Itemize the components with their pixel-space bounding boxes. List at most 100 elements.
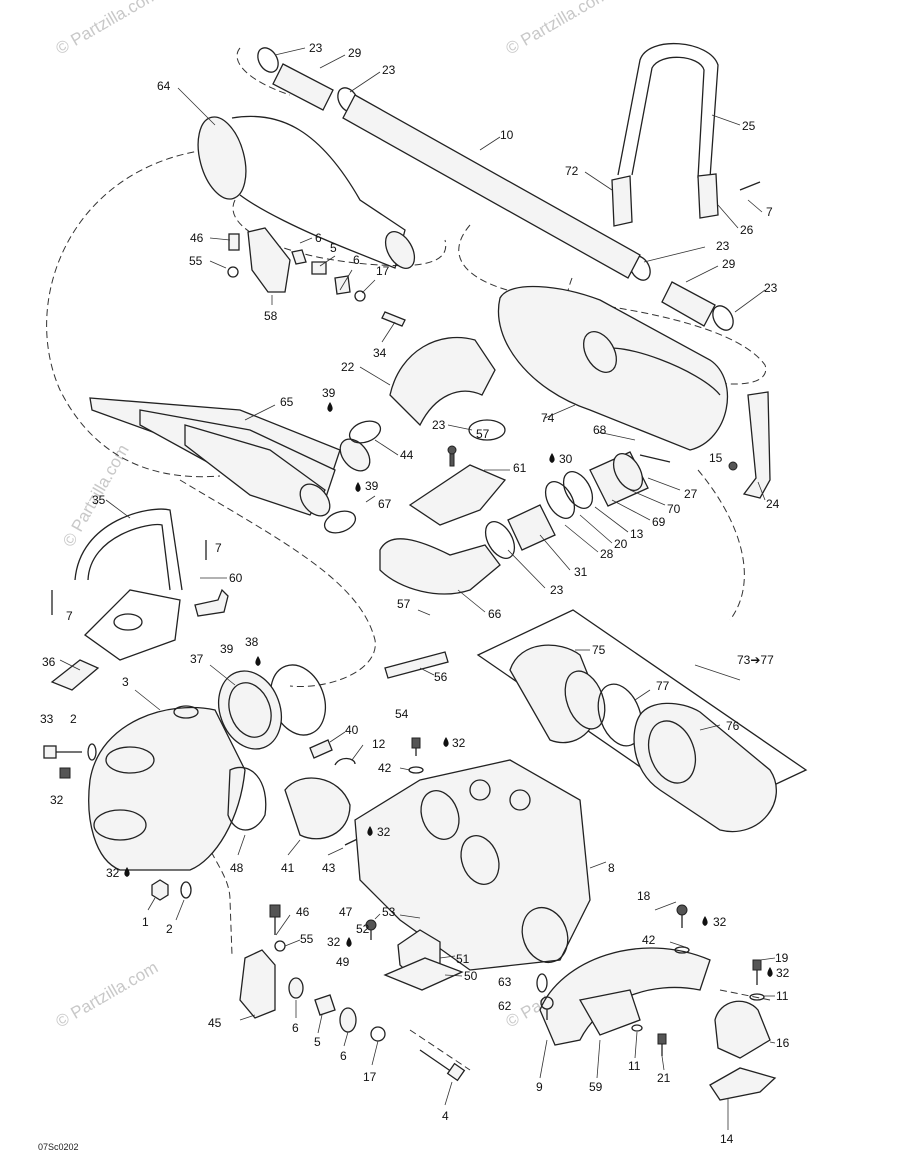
callout-72: 72 [565, 164, 579, 178]
clamp-77 [597, 683, 643, 747]
gasket-41 [284, 777, 351, 840]
callout-23: 23 [764, 281, 778, 295]
leader-lines [59, 47, 776, 1130]
callout-14: 14 [720, 1132, 734, 1146]
callout-52: 52 [356, 922, 370, 936]
callout-62: 62 [498, 999, 512, 1013]
callout-66: 66 [488, 607, 502, 621]
bracket-26 [697, 173, 719, 219]
screw-62 [540, 996, 554, 1020]
callout-37: 37 [190, 652, 204, 666]
bolt-46 [269, 904, 286, 952]
bracket-24 [742, 391, 771, 499]
callout-2: 2 [166, 922, 173, 936]
callout-24: 24 [766, 497, 780, 511]
tuned-pipes-65 [89, 397, 371, 517]
callout-76: 76 [726, 719, 740, 733]
support-58 [227, 227, 406, 327]
callout-56: 56 [434, 670, 448, 684]
clamp-67 [323, 510, 357, 534]
callout-55: 55 [189, 254, 203, 268]
callout-32: 32 [327, 935, 341, 949]
callout-33: 33 [40, 712, 54, 726]
callout-9: 9 [536, 1080, 543, 1094]
callout-74: 74 [541, 411, 555, 425]
callout-49: 49 [336, 955, 350, 969]
callout-68: 68 [593, 423, 607, 437]
drop-icon [346, 937, 352, 947]
callout-46: 46 [296, 905, 310, 919]
bracket-59 [578, 989, 641, 1036]
exhaust-manifold-3 [88, 705, 246, 871]
screw-15 [728, 461, 738, 471]
callout-7: 7 [215, 541, 222, 555]
callout-17: 17 [376, 264, 390, 278]
callout-54: 54 [395, 707, 409, 721]
callout-4: 4 [442, 1109, 449, 1123]
callout-40: 40 [345, 723, 359, 737]
diagram-code: 07Sc0202 [38, 1142, 79, 1152]
callout-19: 19 [775, 951, 789, 965]
callout-46: 46 [190, 231, 204, 245]
callout-30: 30 [559, 452, 573, 466]
callout-63: 63 [498, 975, 512, 989]
callout-64: 64 [157, 79, 171, 93]
callout-29: 29 [348, 46, 362, 60]
screw-21-11 [631, 1024, 667, 1056]
callout-39: 39 [220, 642, 234, 656]
resonator-75 [509, 644, 606, 744]
plate-50 [383, 957, 464, 991]
floor-plate [83, 589, 181, 661]
engine-8 [354, 759, 591, 971]
callout-23: 23 [309, 41, 323, 55]
callout-50: 50 [464, 969, 478, 983]
callout-32: 32 [106, 866, 120, 880]
callout-5: 5 [330, 241, 337, 255]
sleeve-29 [272, 63, 716, 327]
callout-21: 21 [657, 1071, 671, 1085]
callout-41: 41 [281, 861, 295, 875]
callout-65: 65 [280, 395, 294, 409]
callout-7: 7 [766, 205, 773, 219]
bracket-72 [611, 175, 633, 227]
bolt-19 [749, 959, 765, 1001]
callout-38: 38 [245, 635, 259, 649]
callout-23: 23 [382, 63, 396, 77]
clamp-44 [348, 420, 382, 444]
callout-73-77: 73➔77 [737, 653, 774, 667]
callout-60: 60 [229, 571, 243, 585]
bolt-33 [43, 743, 97, 779]
drop-icon [327, 402, 333, 412]
gasket-48 [227, 766, 267, 831]
callout-39: 39 [322, 386, 336, 400]
callout-28: 28 [600, 547, 614, 561]
callout-29: 29 [722, 257, 736, 271]
callout-labels: 23 29 23 64 10 25 72 7 26 46 6 5 6 55 17… [40, 41, 790, 1146]
rivet-7 [51, 181, 761, 615]
callout-18: 18 [637, 889, 651, 903]
callout-61: 61 [513, 461, 527, 475]
callout-3: 3 [122, 675, 129, 689]
muffler-74 [497, 285, 729, 451]
clip-63 [536, 973, 548, 993]
callout-42: 42 [378, 761, 392, 775]
callout-23: 23 [716, 239, 730, 253]
callout-77: 77 [656, 679, 670, 693]
exhaust-pipe-10 [342, 94, 641, 279]
bolt-54 [408, 737, 424, 774]
hose-66 [379, 538, 501, 595]
drop-icon [355, 482, 361, 492]
drop-icon [443, 737, 449, 747]
callout-32: 32 [776, 966, 790, 980]
drop-icon [367, 826, 373, 836]
callout-32: 32 [377, 825, 391, 839]
callout-32: 32 [452, 736, 466, 750]
plate-61 [408, 445, 507, 526]
callout-25: 25 [742, 119, 756, 133]
callout-17: 17 [363, 1070, 377, 1084]
bracket-36 [50, 659, 100, 691]
callout-43: 43 [322, 861, 336, 875]
callout-51: 51 [456, 952, 470, 966]
spacer-40 [309, 739, 333, 759]
